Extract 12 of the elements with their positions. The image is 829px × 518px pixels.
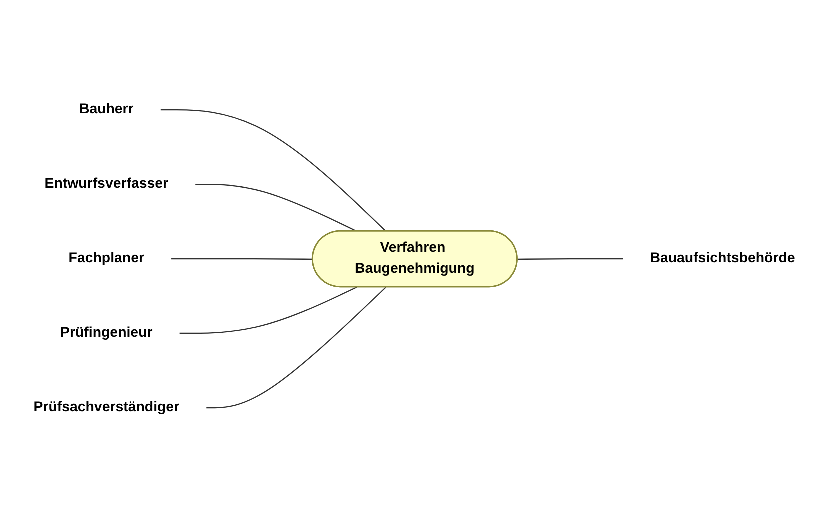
connector	[160, 109, 387, 232]
connector	[179, 286, 358, 334]
node-text: Bauherr	[79, 102, 134, 118]
node-text: Entwurfsverfasser	[44, 176, 169, 192]
connector	[206, 286, 387, 409]
connector	[518, 258, 624, 260]
connector	[195, 184, 358, 232]
connector	[171, 258, 314, 260]
node-text: Bauaufsichtsbehörde	[650, 251, 796, 266]
node-text: Prüfingenieur	[60, 326, 153, 341]
node-text: Fachplaner	[68, 251, 144, 266]
node-text: Prüfsachverständiger	[34, 400, 180, 416]
